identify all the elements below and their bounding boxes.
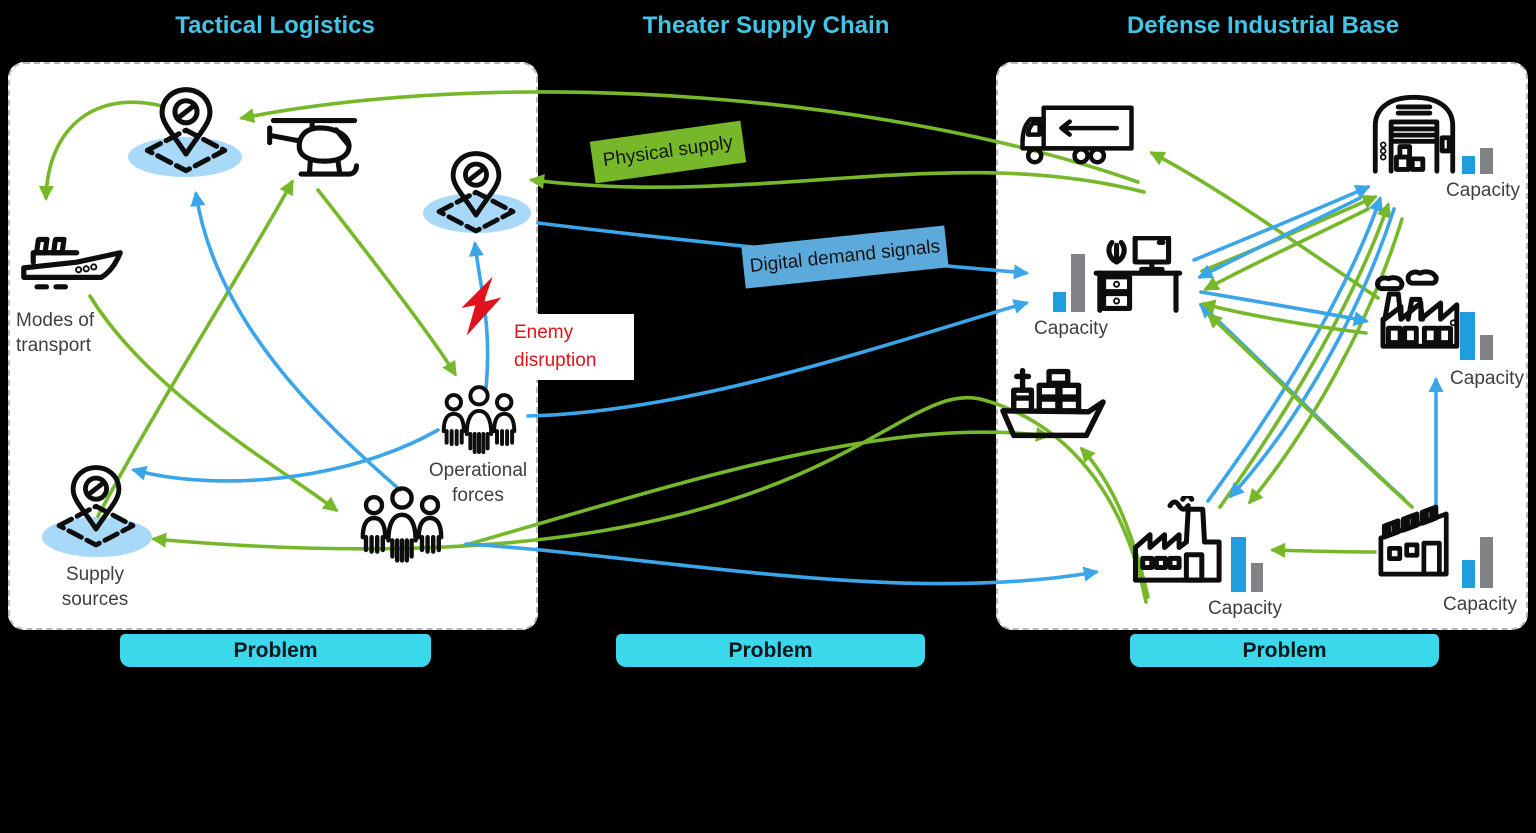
location-pin-map-icon <box>432 146 520 242</box>
desk-computer-icon <box>1090 236 1184 314</box>
supply-sources-label: Supply sources <box>61 564 129 611</box>
enemy-disruption-label: Enemy disruption <box>502 314 634 380</box>
capacity-bar <box>1480 335 1493 360</box>
capacity-bar <box>1462 156 1475 174</box>
capacity-bar <box>1053 292 1066 312</box>
capacity-bar <box>1460 312 1475 360</box>
problem-bar-theater: Problem <box>616 634 925 667</box>
column-title-defense-industrial-base: Defense Industrial Base <box>1126 12 1400 39</box>
capacity-bars-factory <box>1231 532 1263 592</box>
capacity-bar <box>1231 537 1246 592</box>
warehouse-icon <box>1370 90 1458 182</box>
column-title-theater-supply-chain: Theater Supply Chain <box>642 12 890 39</box>
capacity-label: Capacity <box>1450 368 1524 389</box>
helicopter-icon <box>258 115 370 187</box>
operational-forces-people-icon <box>434 385 524 457</box>
capacity-bars-command-center <box>1053 252 1085 312</box>
capacity-bar <box>1462 560 1475 588</box>
capacity-bar <box>1480 537 1493 588</box>
capacity-bars-warehouse <box>1462 114 1493 174</box>
truck-icon <box>1016 96 1138 174</box>
capacity-label: Capacity <box>1443 594 1517 615</box>
location-pin-map-icon <box>52 460 140 556</box>
capacity-label: Capacity <box>1446 180 1520 201</box>
industrial-building-icon <box>1374 492 1460 584</box>
capacity-bar <box>1071 254 1085 312</box>
problem-bar-tactical: Problem <box>120 634 431 667</box>
digital-demand-signals-label: Digital demand signals <box>741 225 949 289</box>
capacity-bar <box>1251 563 1263 592</box>
capacity-label: Capacity <box>1034 318 1108 339</box>
column-title-tactical-logistics: Tactical Logistics <box>175 12 375 39</box>
physical-supply-label: Physical supply <box>589 120 747 184</box>
transport-ship-icon <box>20 222 124 310</box>
operational-forces-label: Operational forces <box>428 460 528 507</box>
capacity-bar <box>1480 148 1493 174</box>
capacity-bars-industrial-plant <box>1462 528 1493 588</box>
capacity-bars-heavy-factory <box>1460 300 1493 360</box>
modes-of-transport-label: Modes of transport <box>16 310 95 357</box>
problem-bar-dib: Problem <box>1130 634 1439 667</box>
capacity-label: Capacity <box>1208 598 1282 619</box>
location-pin-map-icon <box>140 82 232 182</box>
factory-icon <box>1130 496 1230 588</box>
factory-smokestacks-icon <box>1374 266 1464 358</box>
cargo-ship-icon <box>1000 356 1108 448</box>
